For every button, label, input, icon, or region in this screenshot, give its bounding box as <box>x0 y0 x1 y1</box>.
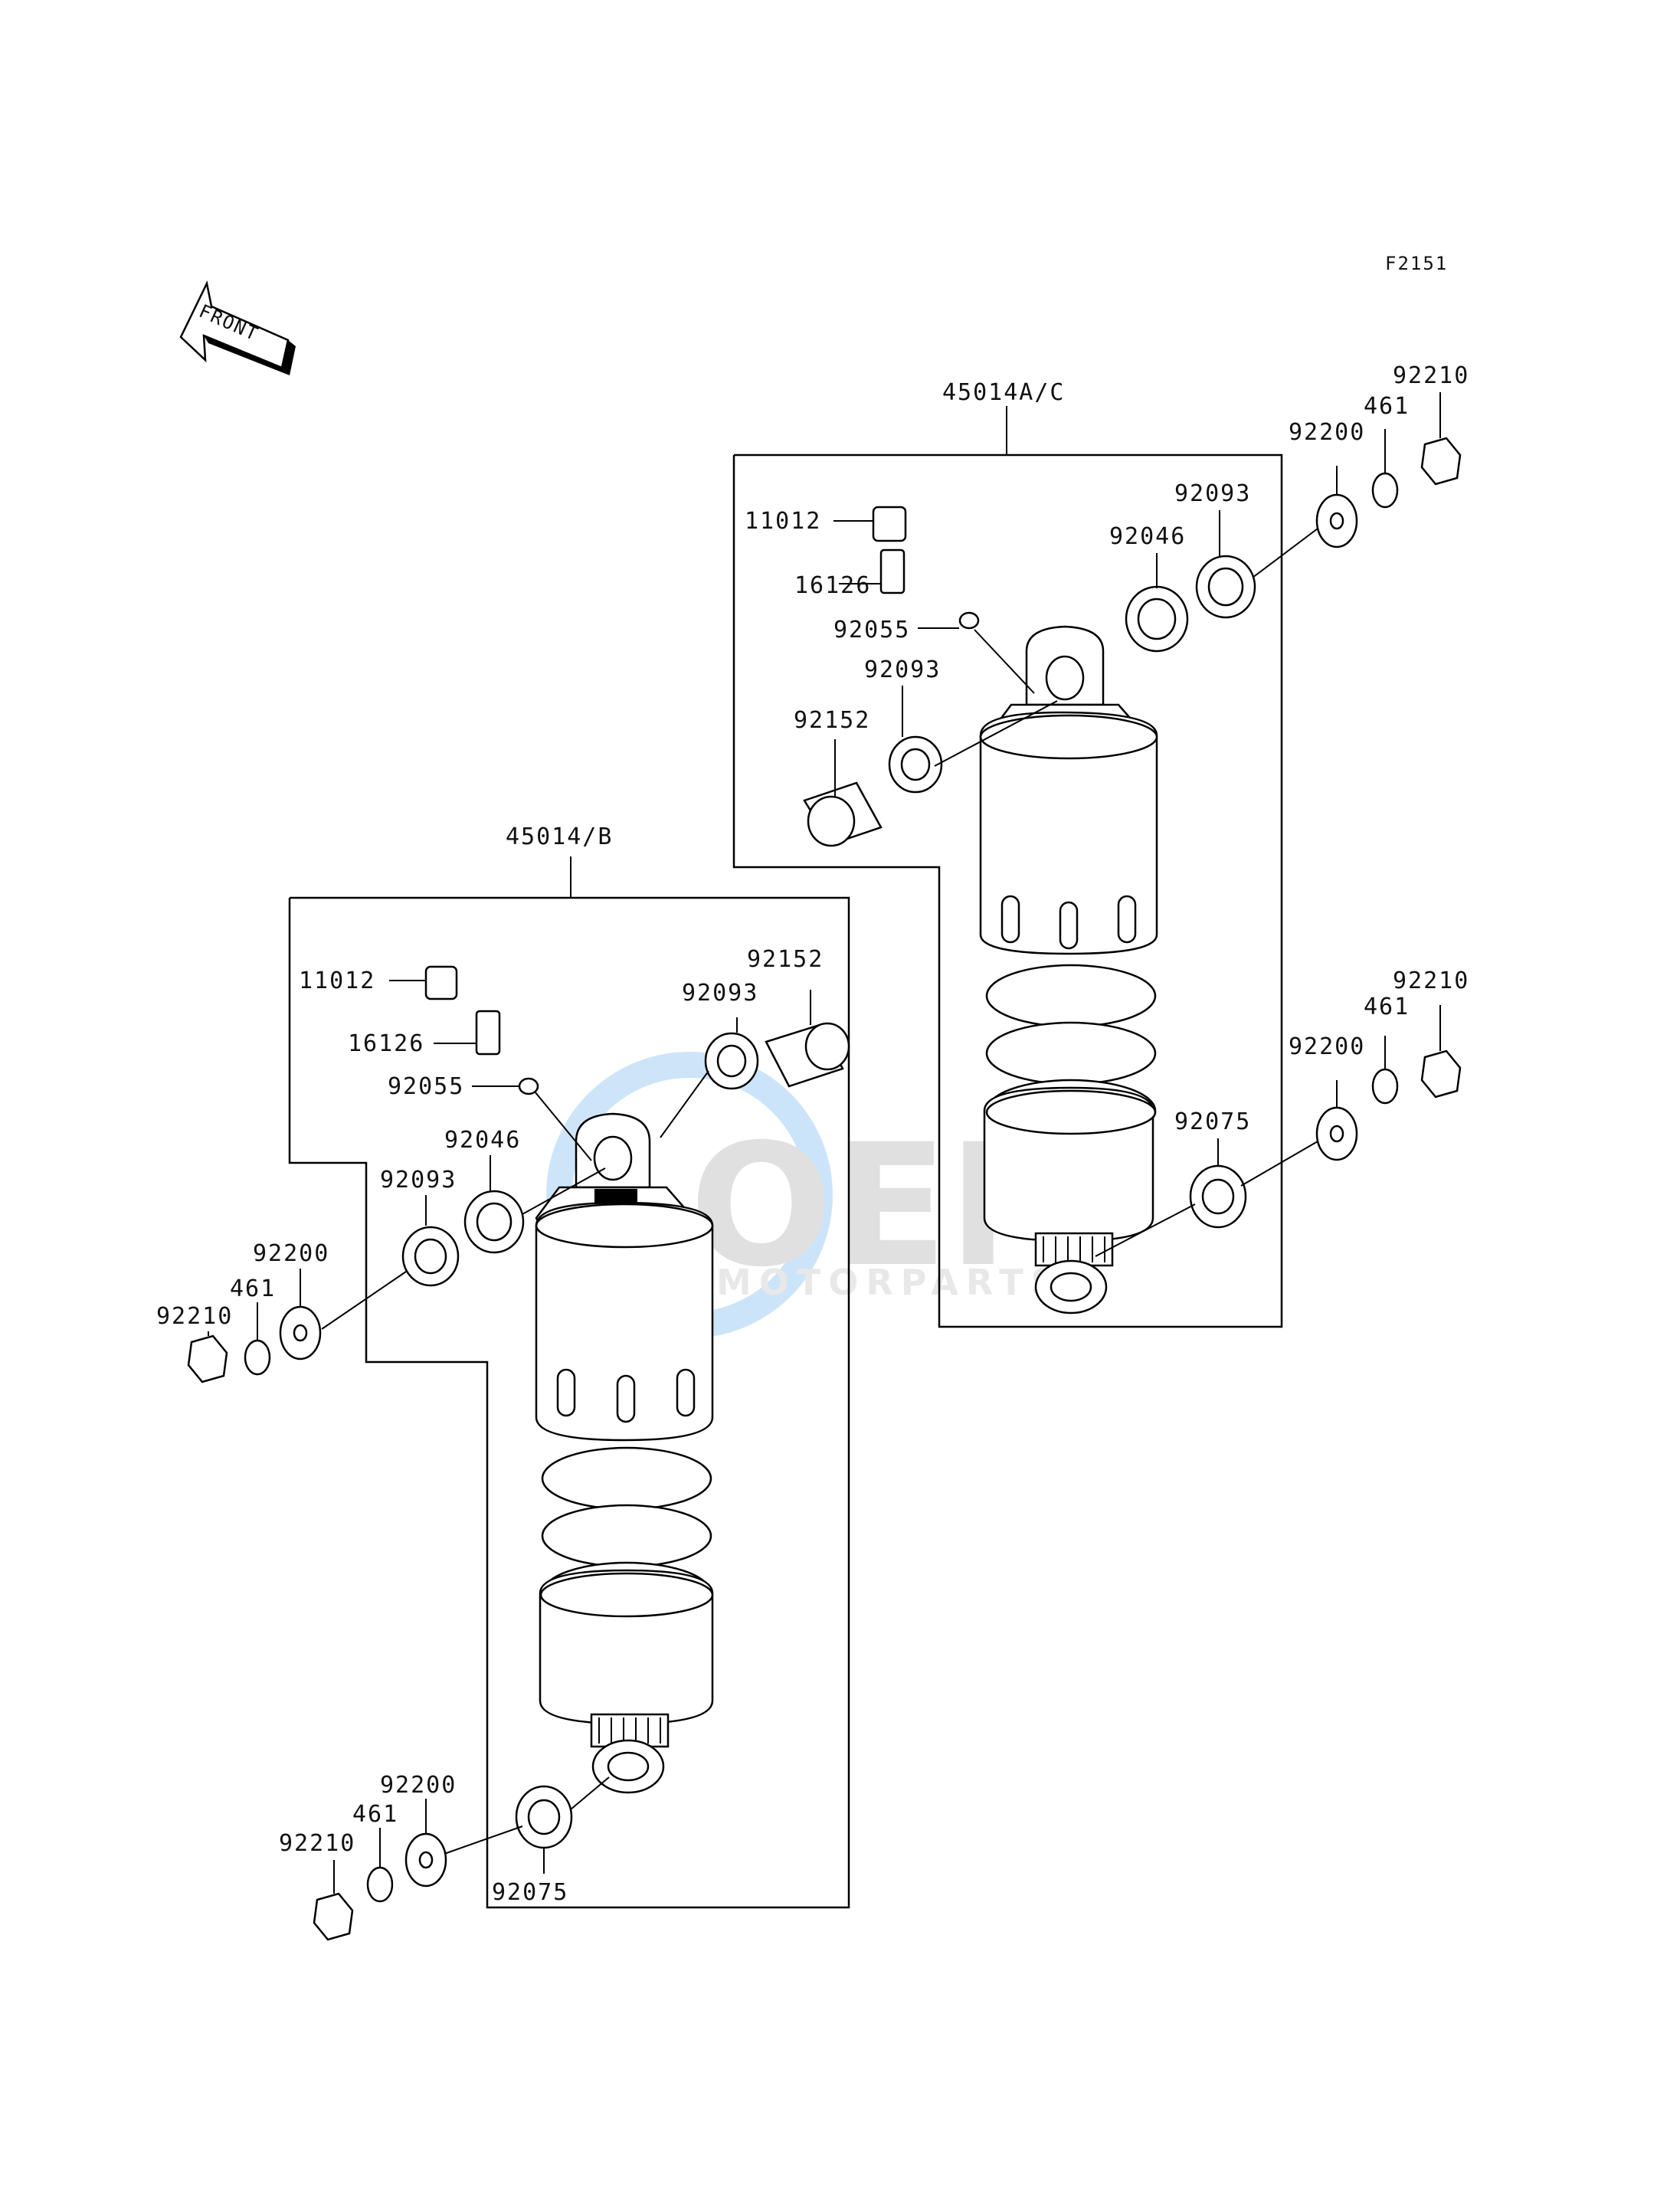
label-a-92200-top: 92200 <box>1289 419 1365 446</box>
shock-absorber-b <box>535 1112 714 1794</box>
label-b-11012: 11012 <box>299 968 375 994</box>
nut-a-top-icon <box>1420 437 1462 486</box>
assembly-b-id: 45014/B <box>506 823 613 850</box>
label-a-92055: 92055 <box>833 617 910 643</box>
assembly-a-id: 45014A/C <box>942 379 1066 406</box>
label-b-16126: 16126 <box>348 1030 424 1057</box>
label-b-92200-top: 92200 <box>253 1240 329 1267</box>
label-a-11012: 11012 <box>745 508 821 535</box>
clip-a-top-icon <box>1371 472 1399 509</box>
label-b-92200-bot: 92200 <box>380 1772 457 1799</box>
o-ring-icon <box>958 611 980 630</box>
nut-b-top-icon <box>187 1334 228 1383</box>
label-b-461-top: 461 <box>230 1275 276 1302</box>
front-arrow-icon: FRONT <box>179 280 296 375</box>
label-a-92093-left: 92093 <box>864 656 941 683</box>
assembly-b: 45014/B <box>156 823 850 1941</box>
label-b-92093-right: 92093 <box>682 980 758 1007</box>
nut-a-bot-icon <box>1420 1049 1462 1098</box>
label-a-461-top: 461 <box>1364 393 1410 420</box>
label-a-16126: 16126 <box>794 572 871 599</box>
label-b-92152: 92152 <box>747 946 824 973</box>
label-b-92075: 92075 <box>492 1879 568 1906</box>
shock-absorber-a <box>979 625 1158 1315</box>
label-a-92152: 92152 <box>794 707 870 734</box>
label-a-92093-right: 92093 <box>1174 480 1251 507</box>
air-valve-icon <box>879 548 905 594</box>
clip-b-top-icon <box>244 1339 271 1376</box>
label-a-92210-top: 92210 <box>1393 362 1469 389</box>
label-b-92046: 92046 <box>444 1127 521 1154</box>
assembly-b-bracket <box>288 896 850 1909</box>
label-a-92075: 92075 <box>1174 1108 1251 1135</box>
label-b-92210-top: 92210 <box>156 1303 233 1330</box>
clip-a-bot-icon <box>1371 1068 1399 1105</box>
watermark-sub: MOTORPARTS <box>716 1262 1064 1303</box>
valve-cap-icon <box>872 506 907 542</box>
assembly-a-bracket <box>732 453 1283 1328</box>
label-a-92200-bot: 92200 <box>1289 1033 1365 1060</box>
nut-b-bot-icon <box>313 1892 354 1941</box>
label-a-92210-bot: 92210 <box>1393 968 1469 994</box>
label-b-92093-left: 92093 <box>380 1167 457 1193</box>
label-a-461-bot: 461 <box>1364 994 1410 1020</box>
air-valve-b-icon <box>475 1010 501 1056</box>
label-b-92210-bot: 92210 <box>279 1830 355 1857</box>
label-b-461-bot: 461 <box>352 1801 398 1828</box>
label-b-92055: 92055 <box>388 1073 464 1100</box>
assembly-a: 45014A/C <box>732 362 1469 1328</box>
figure-code: F2151 <box>1385 253 1448 274</box>
valve-cap-b-icon <box>424 965 458 1000</box>
clip-b-bot-icon <box>366 1866 394 1903</box>
label-a-92046: 92046 <box>1109 523 1186 550</box>
